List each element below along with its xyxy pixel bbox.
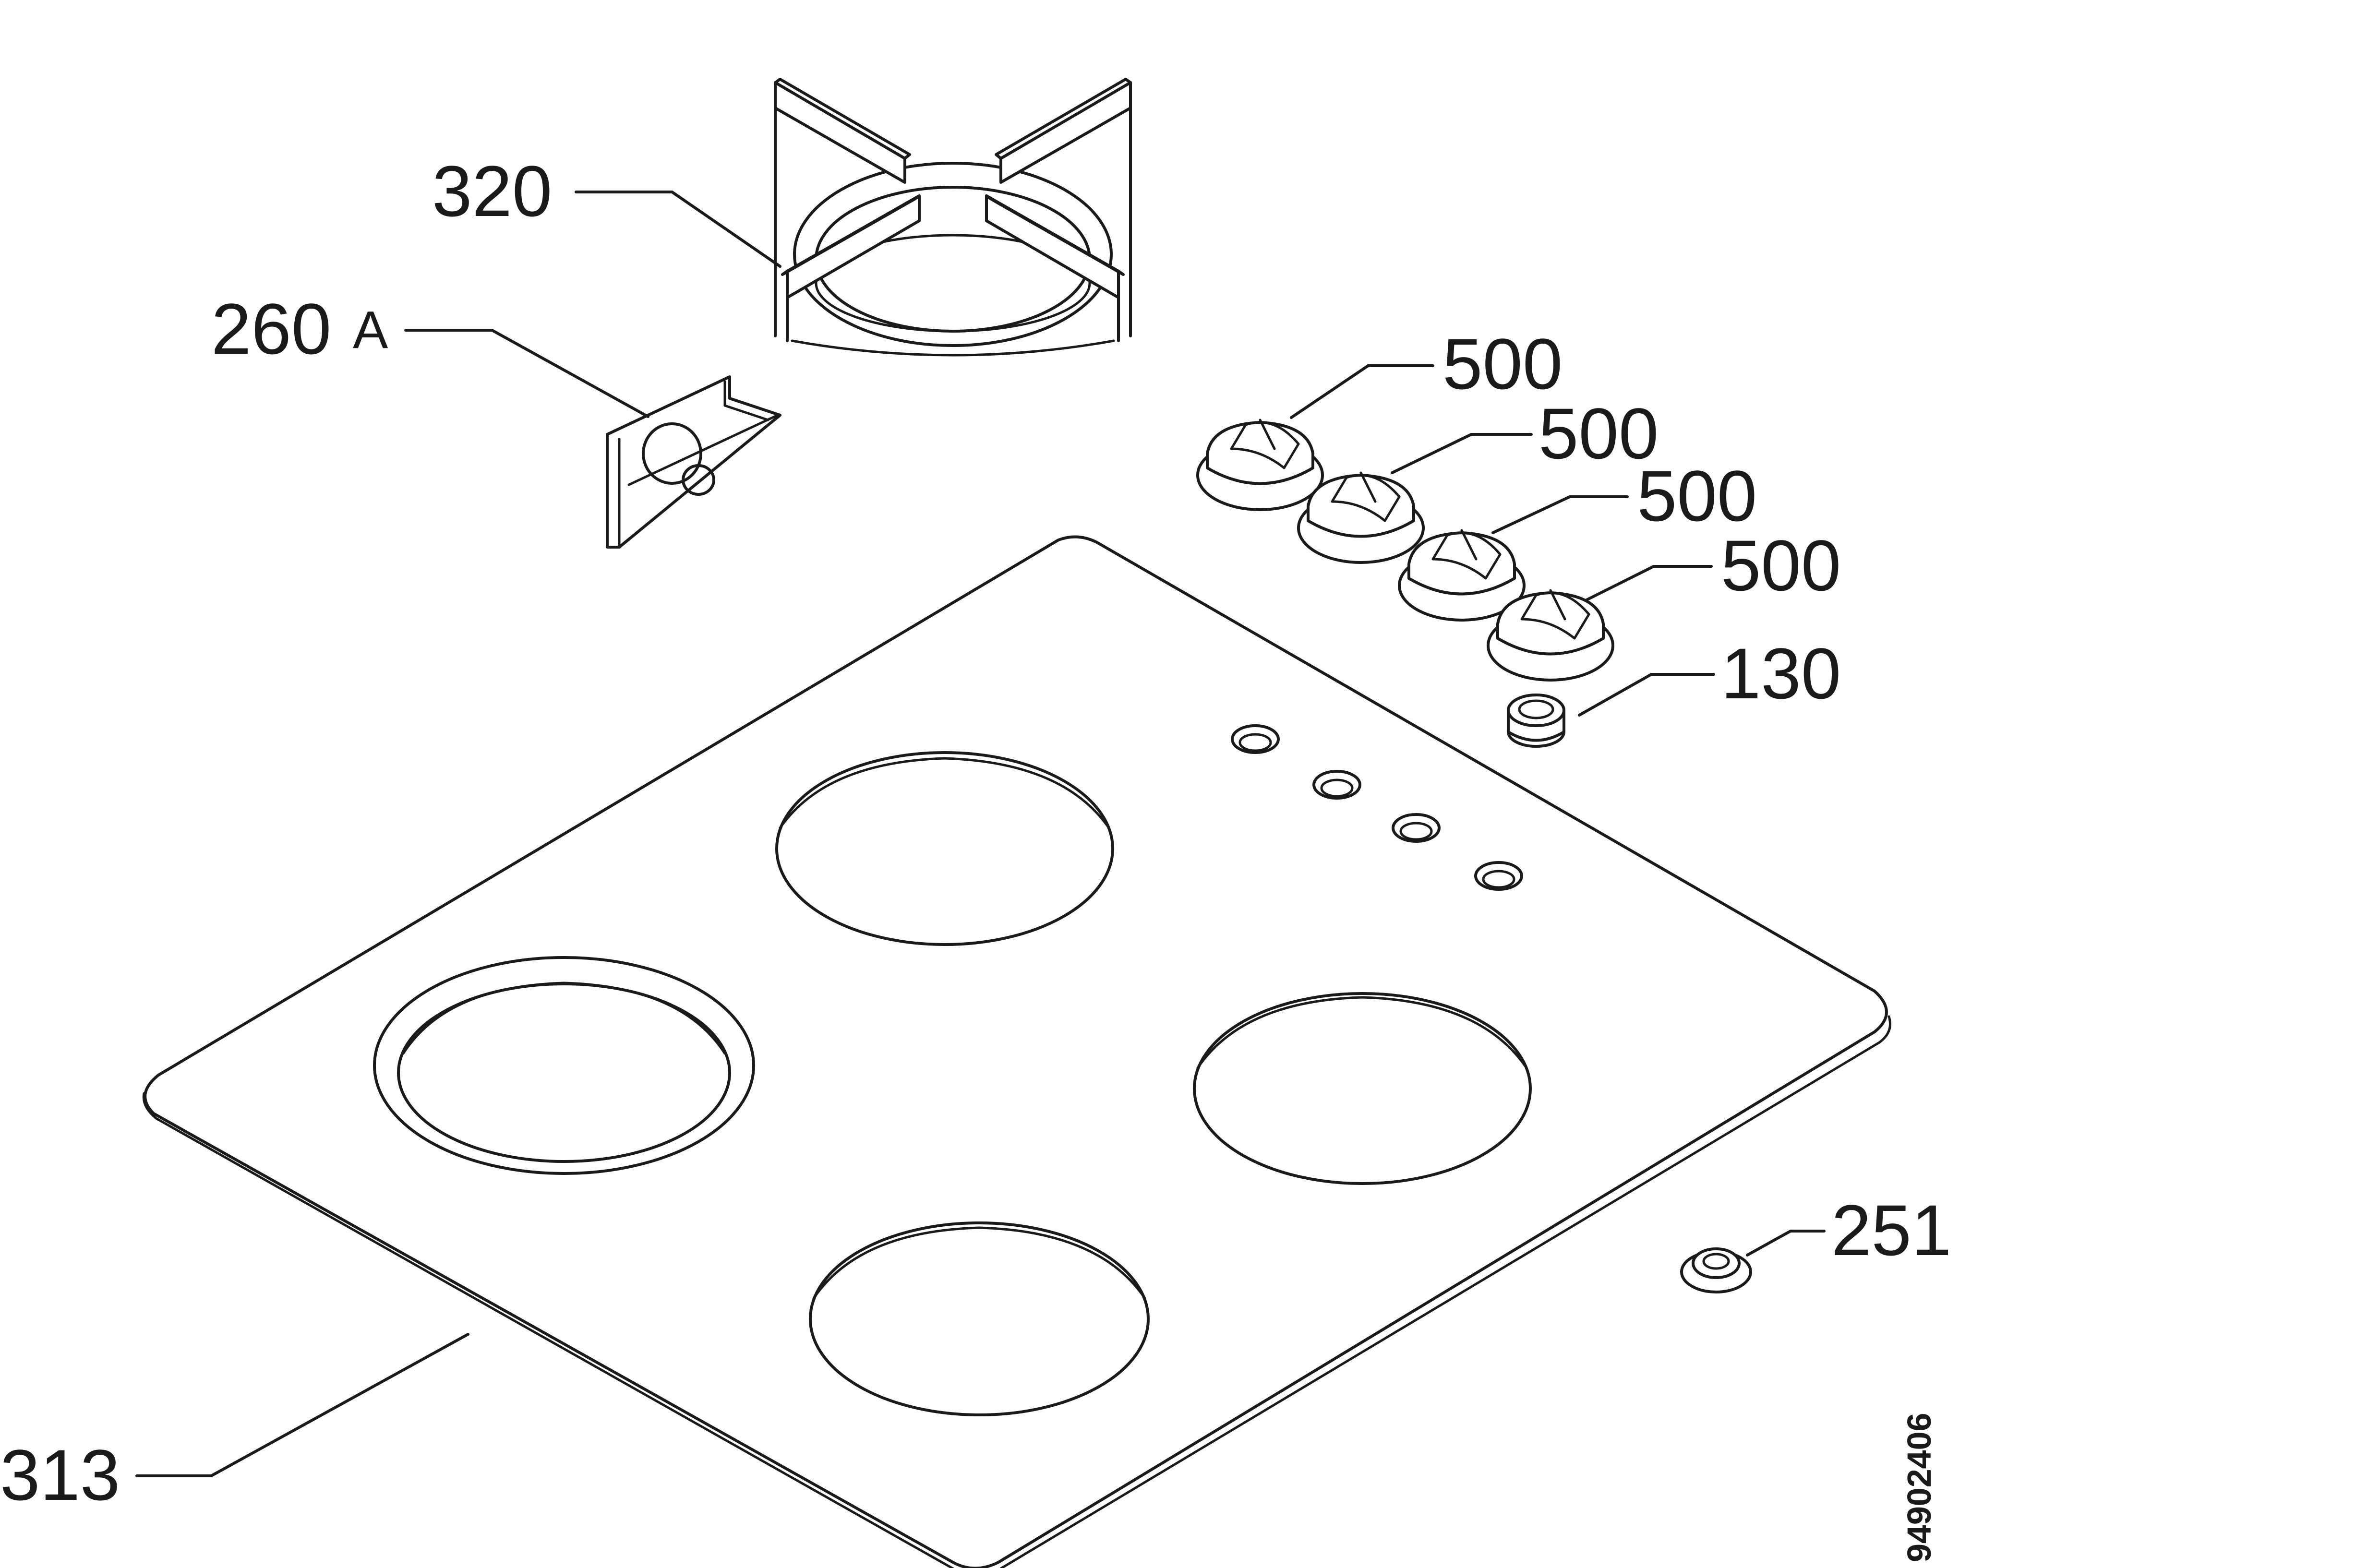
document-number: 94902406 [1900, 1413, 1938, 1562]
spindle-hole [1312, 770, 1361, 800]
grommet [1680, 1247, 1752, 1293]
spindle-hole [1474, 861, 1523, 891]
hotplate-front [809, 1221, 1150, 1416]
leader-260a [404, 329, 649, 418]
leader-500-4 [1585, 565, 1713, 601]
leader-500-2 [1391, 433, 1533, 474]
pan-support [774, 78, 1132, 357]
control-knob [1398, 529, 1526, 622]
leader-500-1 [1290, 364, 1434, 419]
leader-lines [135, 191, 1826, 1477]
burner-cap-part [606, 375, 781, 549]
hotplate-left [373, 956, 755, 1175]
control-knob [1487, 589, 1614, 682]
label-500-knob-3: 500 [1637, 455, 1757, 536]
spindle-hole [1392, 813, 1441, 843]
label-260-suffix: A [353, 300, 388, 359]
label-500-knob-2: 500 [1539, 393, 1659, 474]
small-knob [1507, 694, 1565, 748]
label-130: 130 [1721, 633, 1841, 714]
label-500-knob-4: 500 [1721, 525, 1841, 606]
spindle-holes [1231, 724, 1523, 891]
hob-top-plate [142, 535, 1891, 1568]
label-320: 320 [432, 151, 552, 231]
hotplate-right [1193, 992, 1532, 1185]
leader-251 [1746, 1230, 1826, 1257]
label-251: 251 [1831, 1190, 1951, 1270]
leader-500-3 [1491, 495, 1629, 534]
leader-320 [575, 191, 781, 268]
control-knob [1196, 419, 1324, 511]
leader-313 [135, 1333, 469, 1477]
label-313: 313 [0, 1435, 120, 1515]
leader-130 [1578, 673, 1715, 717]
control-knob [1297, 471, 1425, 564]
hotplate-back [775, 751, 1114, 946]
label-500-knob-1: 500 [1442, 323, 1563, 404]
label-260: 260 [211, 288, 331, 369]
spindle-hole [1231, 724, 1280, 754]
